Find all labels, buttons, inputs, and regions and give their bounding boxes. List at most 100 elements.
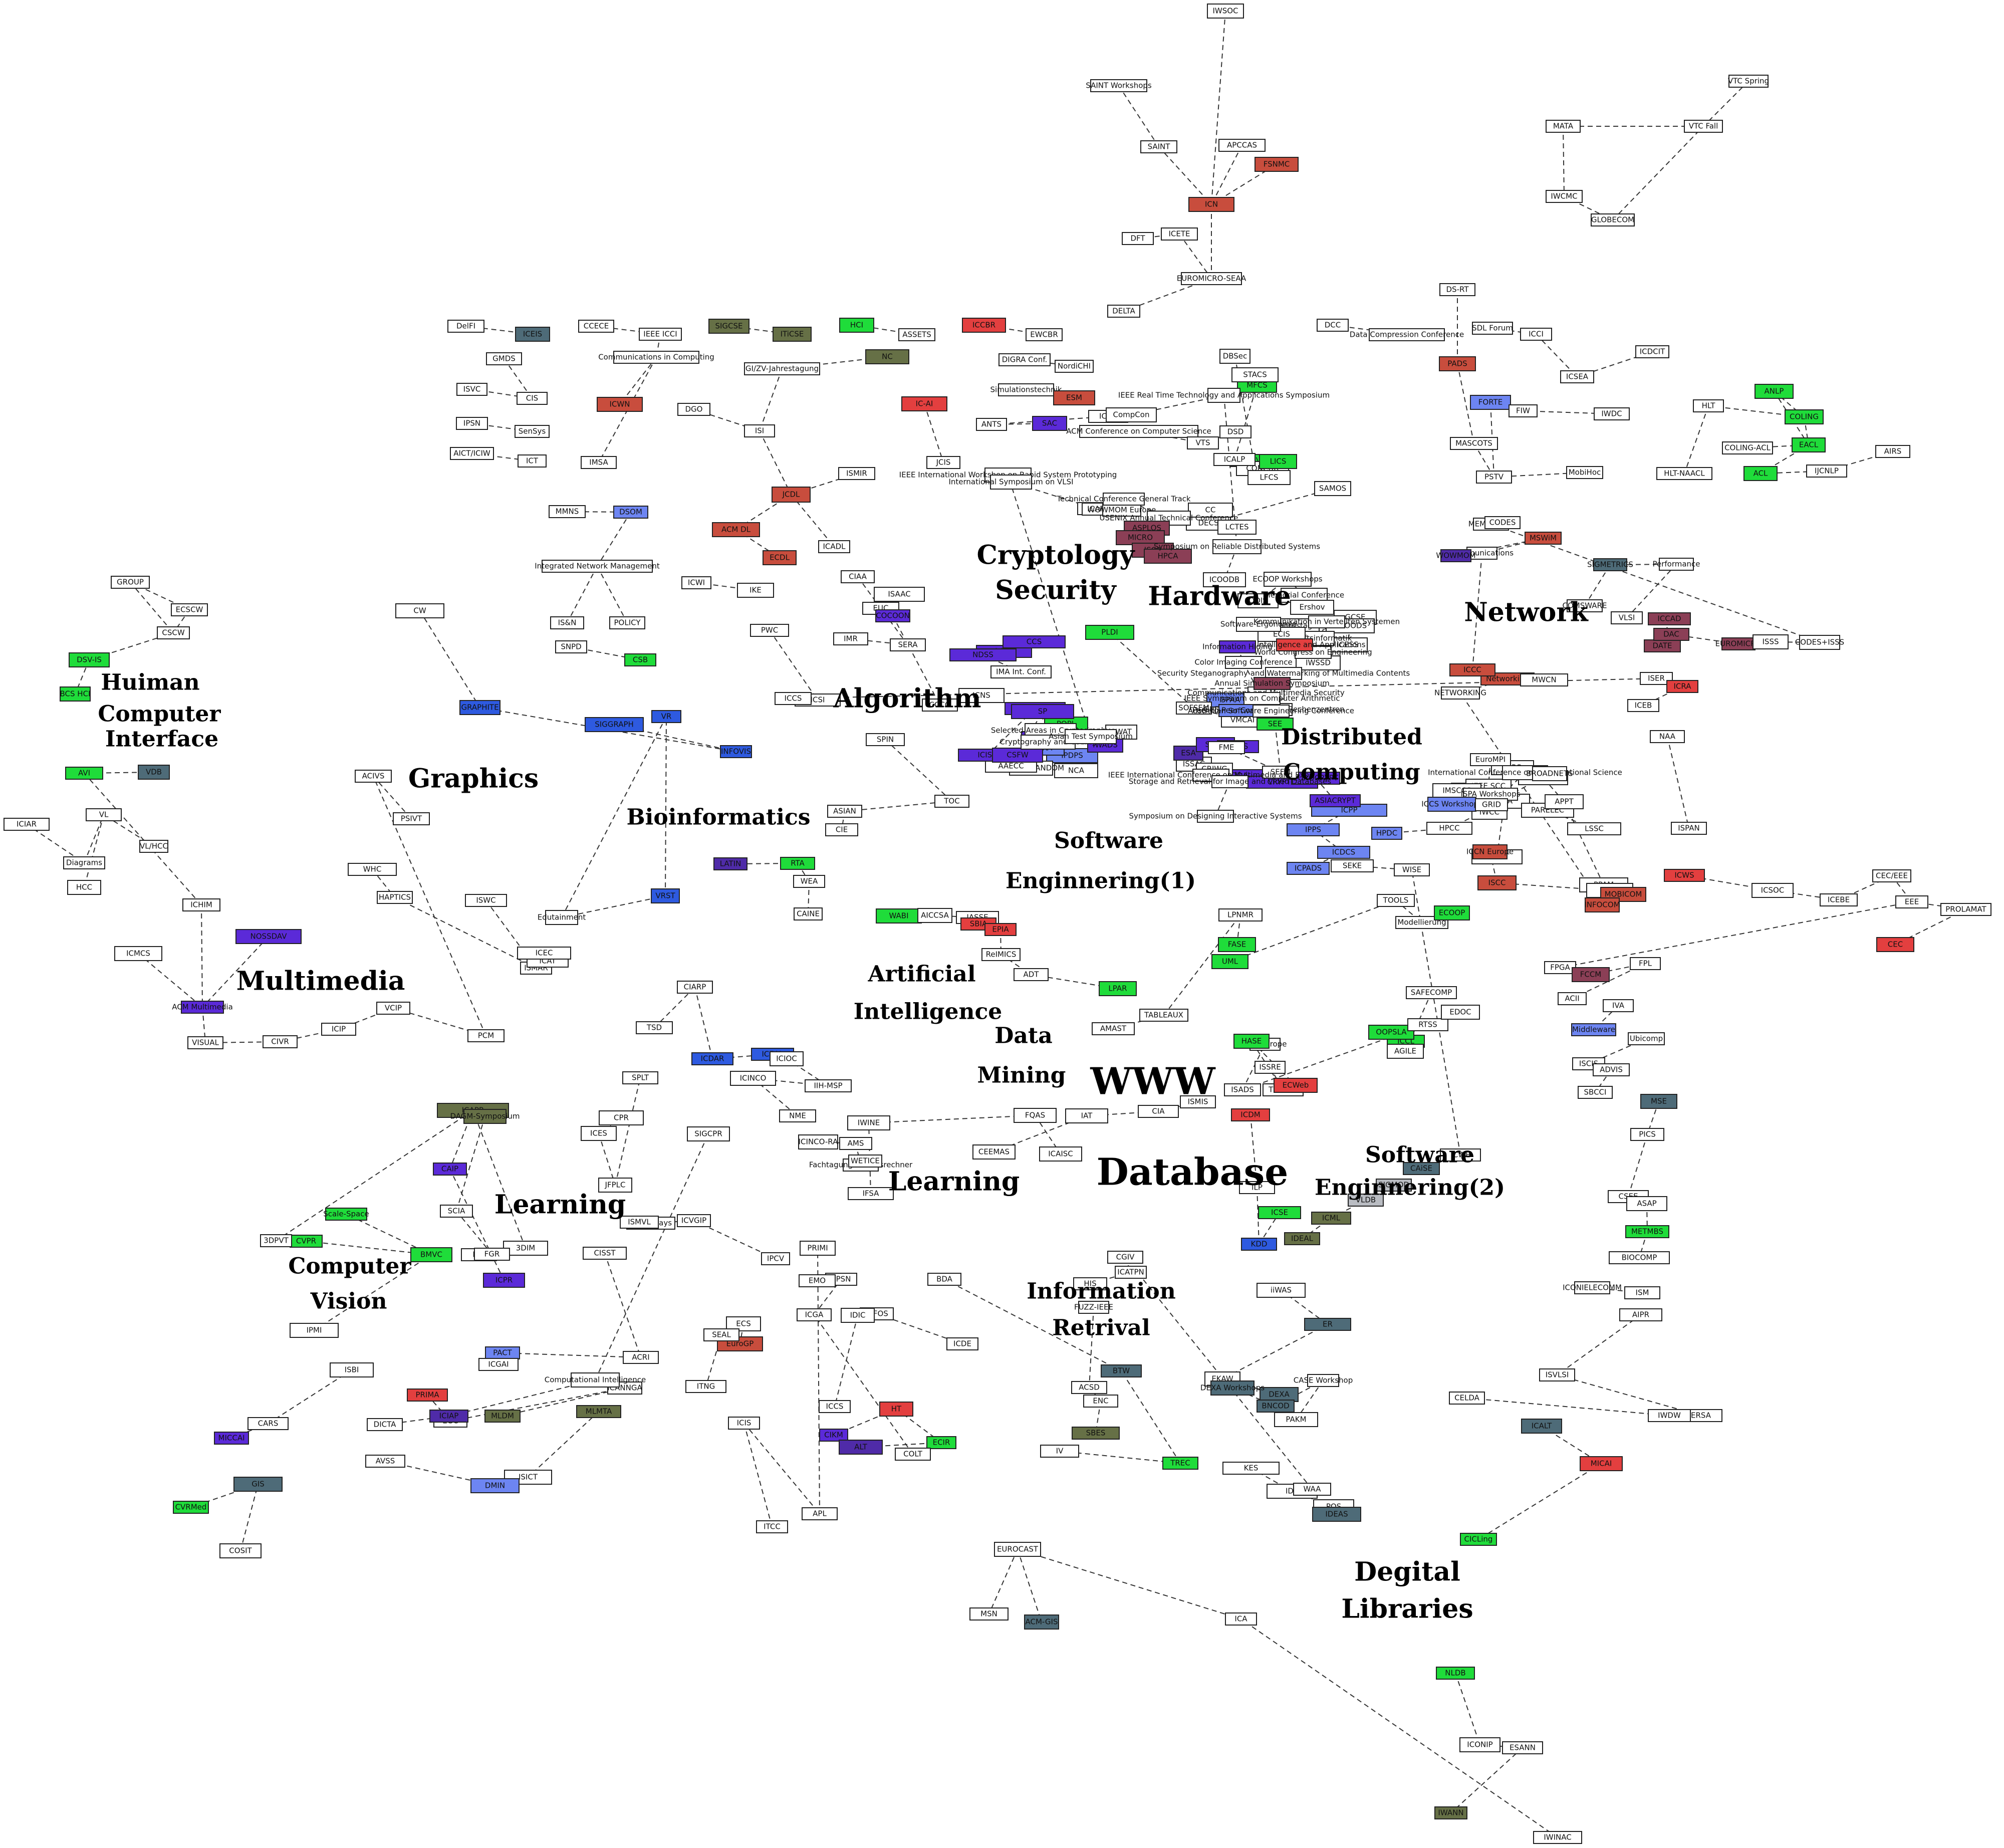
conference-node: IMSA <box>581 456 617 469</box>
node-label: ICCAD <box>1657 614 1681 623</box>
node-box <box>1628 1032 1665 1045</box>
conference-node: CICLing <box>1460 1533 1497 1546</box>
conference-node: ISBI <box>330 1362 374 1377</box>
node-box <box>636 1021 673 1034</box>
conference-node: ICCC <box>1449 663 1495 676</box>
node-label: CVRMed <box>175 1503 207 1512</box>
node-label: ICALT <box>1532 1422 1552 1431</box>
node-label: APPT <box>1555 797 1574 806</box>
node-label: IFSA <box>863 1189 880 1198</box>
conference-node: IMA Int. Conf. <box>990 665 1052 678</box>
node-label: PRIMA <box>415 1391 439 1400</box>
node-label: ECWeb <box>1283 1081 1309 1090</box>
node-box <box>1585 897 1620 912</box>
conference-node: ICWN <box>597 397 643 412</box>
node-box <box>111 576 150 589</box>
node-box <box>355 770 392 783</box>
graph-edge <box>1628 1134 1648 1197</box>
node-box <box>484 1410 521 1423</box>
conference-node: ACM Conference on Computer Science <box>1066 425 1211 438</box>
node-label: IEEE Real Time Technology and Applicatio… <box>1118 391 1330 400</box>
conference-node: TOOLS <box>1377 894 1415 907</box>
node-box <box>1533 1831 1582 1844</box>
conference-node: SNPD <box>555 640 587 653</box>
conference-node: NETWORKING <box>1434 686 1486 700</box>
node-label: MATA <box>1553 122 1574 131</box>
conference-node: MSN <box>969 1607 1009 1621</box>
graph-edge <box>1684 875 1773 891</box>
node-box <box>1211 775 1248 788</box>
conference-node: Asian Test Symposium <box>1049 729 1133 744</box>
node-box <box>173 1501 209 1514</box>
node-box <box>4 818 50 831</box>
conference-node: AGILE <box>1387 1044 1424 1059</box>
conference-node: Annual Simulation Symposium <box>1214 677 1330 690</box>
node-box <box>1626 1196 1667 1211</box>
cluster-label: Mining <box>977 1063 1066 1088</box>
node-label: CSB <box>633 655 648 664</box>
node-box <box>1107 1251 1143 1264</box>
graph-edge <box>1109 632 1194 709</box>
node-label: NETWORKING <box>1434 688 1486 698</box>
node-box <box>841 1308 875 1323</box>
node-label: ICWS <box>1674 871 1694 880</box>
graph-edge <box>84 773 202 905</box>
node-label: CIE <box>836 825 848 834</box>
conference-node: GI/ZV-Jahrestagung <box>744 362 820 375</box>
node-box <box>687 1126 730 1141</box>
node-label: IWSOC <box>1212 7 1238 16</box>
node-box <box>233 1477 283 1492</box>
conference-node: BNCOD <box>1257 1400 1295 1413</box>
node-label: TOOLS <box>1383 896 1409 905</box>
node-box <box>1276 638 1313 651</box>
node-box <box>1024 1614 1059 1630</box>
node-box <box>1211 954 1248 969</box>
node-label: CICLing <box>1464 1535 1493 1544</box>
node-label: IEEE Symposium on Computer Arithmetic <box>1184 694 1340 703</box>
conference-node: CODES <box>1484 516 1521 529</box>
conference-node: NDSS <box>949 648 1017 661</box>
node-label: ITiCSE <box>781 330 804 339</box>
node-box <box>1591 213 1635 226</box>
conference-node: SEAL <box>703 1328 739 1341</box>
node-box <box>839 1137 872 1150</box>
node-box <box>639 328 682 341</box>
node-box <box>1014 968 1049 981</box>
conference-node: ACIVS <box>355 770 392 783</box>
node-label: ICPP <box>1341 806 1358 815</box>
conference-node: ICETE <box>1161 227 1198 241</box>
conference-node: FQAS <box>1014 1108 1057 1123</box>
node-label: DCC <box>1325 321 1341 330</box>
node-box <box>1311 1212 1351 1225</box>
conference-node: GIS <box>233 1477 283 1492</box>
node-box <box>1520 673 1568 686</box>
cluster-label: Algorithm <box>833 683 981 714</box>
node-box <box>1197 810 1234 823</box>
node-label: ICCS <box>785 694 802 703</box>
node-label: CEC <box>1888 940 1903 949</box>
node-label: SAINT <box>1148 142 1171 151</box>
node-box <box>1003 635 1066 648</box>
conference-node: SAINT Workshops <box>1086 79 1152 92</box>
conference-node: ICSOC <box>1751 883 1794 898</box>
node-label: Simulationstechnik <box>990 385 1062 394</box>
graph-edge <box>844 801 952 812</box>
node-label: MICAI <box>1591 1459 1612 1468</box>
conference-node: ASSETS <box>898 328 935 341</box>
node-label: GRAPHITE <box>461 703 498 712</box>
node-box <box>214 1432 249 1445</box>
node-label: MMNS <box>556 507 579 516</box>
conference-node: COLING <box>1785 409 1824 424</box>
node-box <box>1806 465 1847 478</box>
node-box <box>321 1023 356 1036</box>
node-box <box>1728 75 1769 88</box>
node-box <box>609 616 645 629</box>
conference-node: Performance <box>1652 558 1700 571</box>
graph-edge <box>604 1253 641 1358</box>
graph-edge <box>1703 81 1749 127</box>
conference-node: ECOOP <box>1434 905 1470 920</box>
conference-node: SERA <box>890 638 926 651</box>
node-box <box>1102 504 1141 517</box>
conference-node: ENC <box>1083 1395 1118 1408</box>
node-label: CASE Workshop <box>1294 1376 1353 1385</box>
